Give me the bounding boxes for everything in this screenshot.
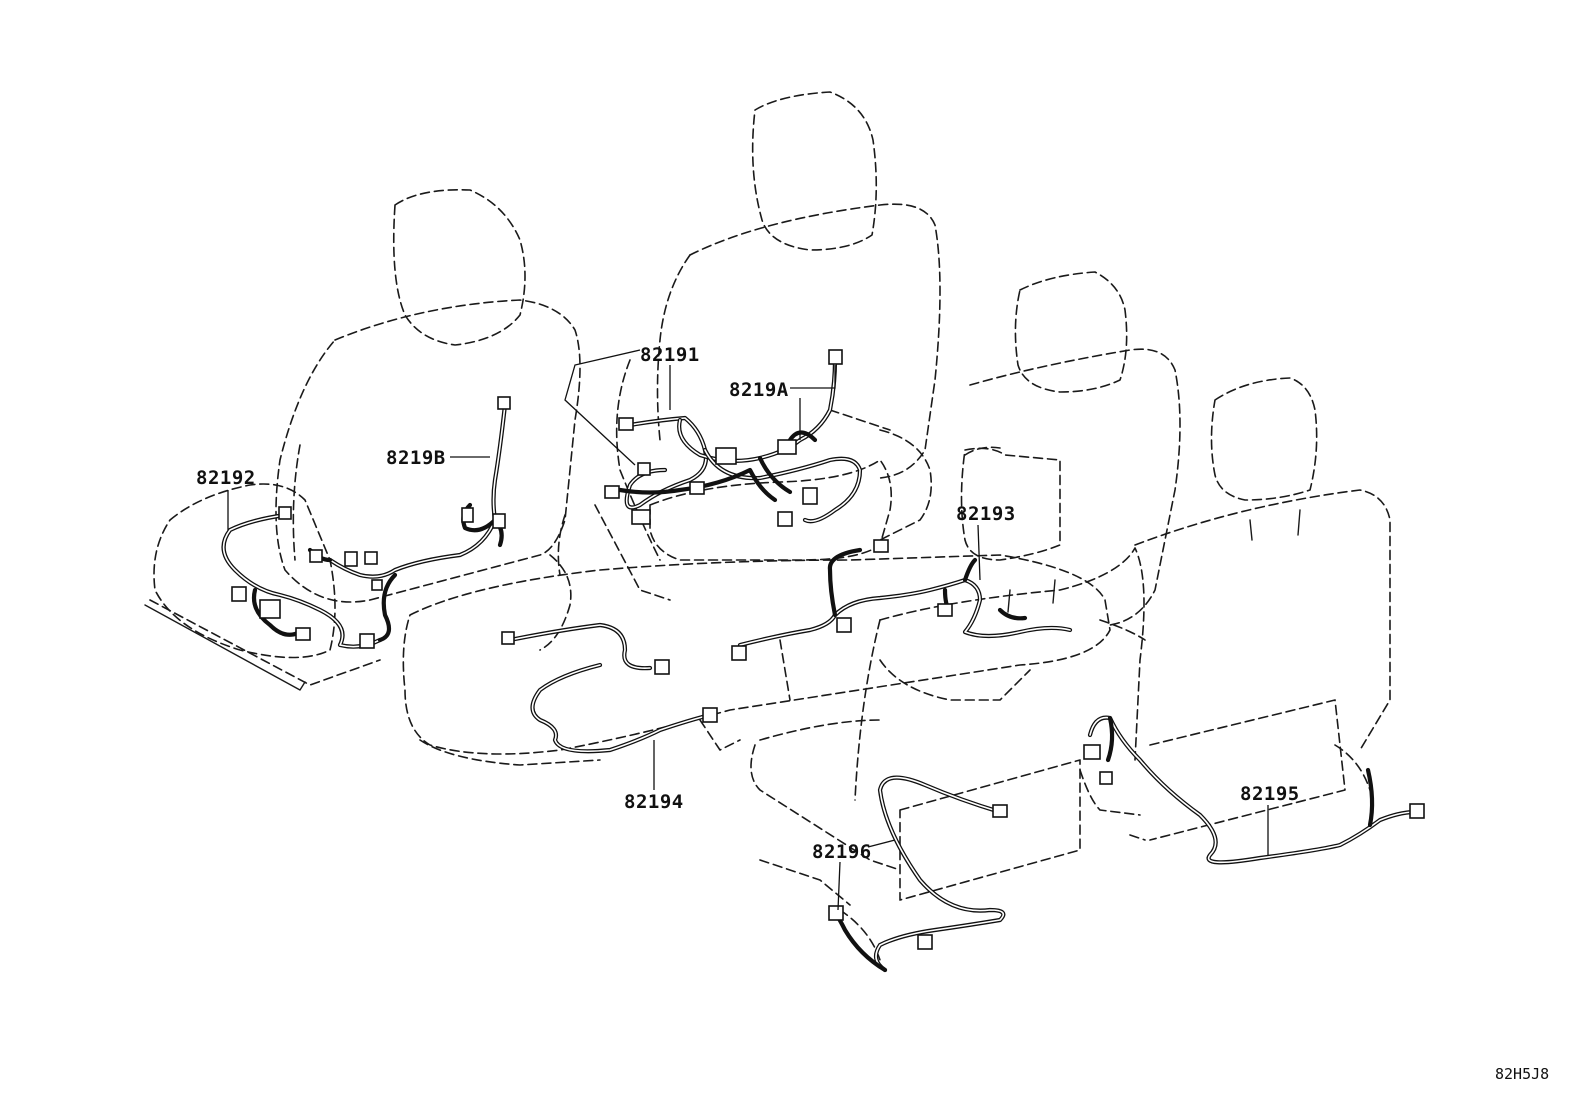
- rear-row-seats: [750, 377, 1391, 961]
- label-82191: 82191: [640, 344, 700, 366]
- harness-82194: [501, 622, 718, 754]
- harness-82196: [828, 775, 1008, 973]
- middle-row-bench: [402, 271, 1181, 766]
- label-82192: 82192: [196, 467, 256, 489]
- label-82195: 82195: [1240, 783, 1300, 805]
- harness-82193: [731, 539, 1073, 661]
- label-8219B: 8219B: [386, 447, 446, 469]
- leader-lines: [227, 349, 1269, 911]
- harness-82191-8219A: [604, 349, 863, 527]
- label-82193: 82193: [956, 503, 1016, 525]
- label-8219A: 8219A: [729, 379, 789, 401]
- label-82196: 82196: [812, 841, 872, 863]
- reference-code: 82H5J8: [1495, 1065, 1549, 1083]
- harness-82192-8219B: [221, 396, 511, 649]
- front-right-seat: [557, 91, 941, 601]
- harness-82195: [1083, 715, 1425, 865]
- front-left-seat: [144, 188, 581, 691]
- label-82194: 82194: [624, 791, 684, 813]
